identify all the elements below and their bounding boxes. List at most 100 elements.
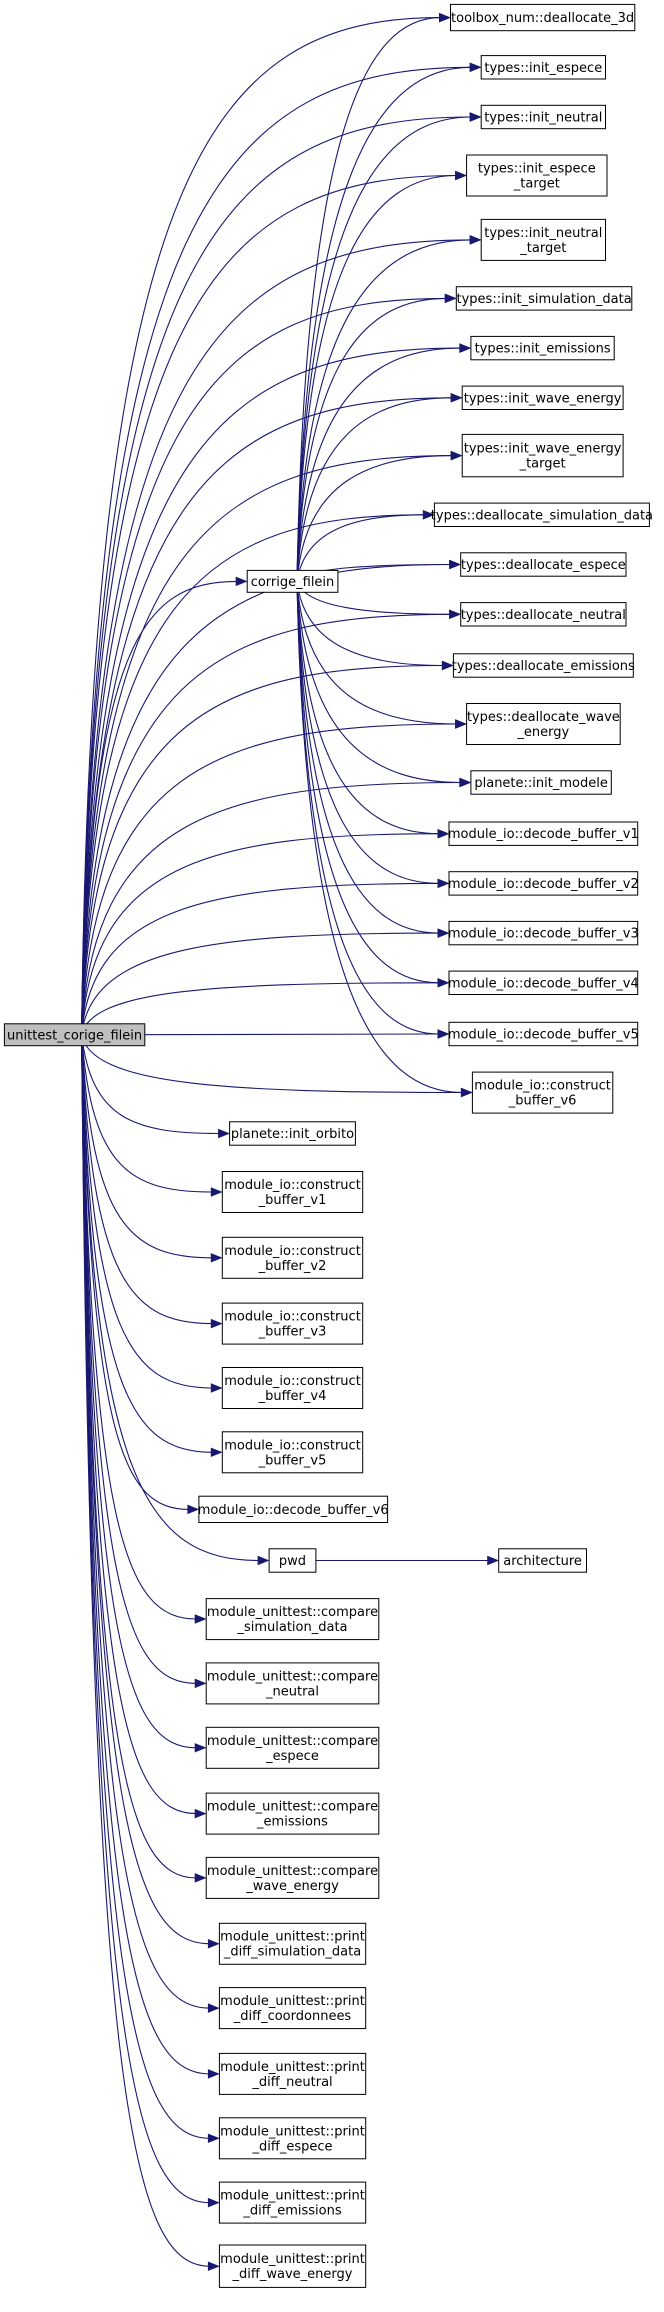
- node-label: _diff_coordonnees: [233, 2009, 352, 2024]
- node-module-io-decode-buffer-v1[interactable]: module_io::decode_buffer_v1: [448, 821, 639, 846]
- edge-root-to-planete-init-modele: [81, 781, 461, 1035]
- edge-root-to-toolbox-num-deallocate-3d: [81, 17, 441, 1035]
- node-label: _espece: [265, 1749, 319, 1764]
- arrowhead: [441, 660, 454, 671]
- node-planete-init-modele[interactable]: planete::init_modele: [470, 770, 612, 795]
- arrowhead: [194, 1678, 207, 1689]
- arrowhead: [455, 170, 467, 181]
- node-box: [448, 821, 639, 846]
- nodes-layer: unittest_corige_filein corrige_filein tool…: [3, 3, 653, 2288]
- edge-root-to-pwd: [81, 1034, 260, 1562]
- edge-hub-to-module-io-decode-buffer-v1: [296, 581, 440, 835]
- node-box: [221, 1367, 364, 1409]
- node-types-init-simulation-data[interactable]: types::init_simulation_data: [455, 286, 633, 311]
- edge-hub-to-types-init-wave-energy-target: [296, 455, 453, 582]
- node-types-deallocate-espece[interactable]: types::deallocate_espece: [460, 552, 627, 577]
- node-box: [229, 1121, 356, 1146]
- node-module-io-construct-buffer-v2[interactable]: module_io::construct_buffer_v2: [221, 1236, 364, 1279]
- arrowhead: [437, 828, 450, 839]
- node-types-init-neutral-target[interactable]: types::init_neutral_target: [480, 218, 607, 261]
- node-types-init-espece-target[interactable]: types::init_espece_target: [466, 154, 608, 197]
- node-box: [452, 653, 634, 678]
- edge-root-to-types-init-espece-target: [81, 174, 457, 1035]
- edge-root-to-module-unittest-compare-wave-energy: [81, 1034, 197, 1879]
- edge-root-to-planete-init-orbito: [81, 1034, 220, 1135]
- node-box: [498, 1548, 588, 1573]
- node-module-io-construct-buffer-v4[interactable]: module_io::construct_buffer_v4: [221, 1367, 364, 1409]
- arrowhead: [187, 1504, 200, 1515]
- node-types-deallocate-emissions[interactable]: types::deallocate_emissions: [452, 653, 635, 678]
- node-label: types::deallocate_neutral: [461, 608, 626, 623]
- node-label: module_io::construct: [224, 1374, 361, 1389]
- node-label: _diff_wave_energy: [232, 2267, 353, 2282]
- node-module-unittest-print-diff-coordonnees[interactable]: module_unittest::print_diff_coordonnees: [218, 1987, 367, 2030]
- node-module-unittest-compare-simulation-data[interactable]: module_unittest::compare_simulation_data: [205, 1598, 380, 1641]
- node-types-init-wave-energy-target[interactable]: types::init_wave_energy_target: [461, 433, 624, 478]
- node-box: [218, 2117, 367, 2160]
- node-types-deallocate-simulation-data[interactable]: types::deallocate_simulation_data: [431, 502, 653, 528]
- arrowhead: [450, 450, 463, 461]
- node-module-unittest-print-diff-emissions[interactable]: module_unittest::print_diff_emissions: [218, 2181, 367, 2224]
- node-types-init-wave-energy[interactable]: types::init_wave_energy: [461, 385, 624, 411]
- node-label: _emissions: [256, 1815, 328, 1830]
- edge-root-to-module-io-decode-buffer-v2: [81, 882, 440, 1035]
- node-module-unittest-print-diff-wave-energy[interactable]: module_unittest::print_diff_wave_energy: [218, 2244, 367, 2288]
- node-label: _buffer_v4: [258, 1389, 327, 1404]
- node-label: _buffer_v5: [258, 1453, 327, 1468]
- arrowhead: [450, 393, 463, 403]
- arrowhead: [207, 2133, 220, 2144]
- node-module-io-decode-buffer-v4[interactable]: module_io::decode_buffer_v4: [448, 970, 639, 995]
- node-label: _target: [519, 241, 566, 256]
- node-module-unittest-print-diff-neutral[interactable]: module_unittest::print_diff_neutral: [218, 2052, 367, 2095]
- node-module-unittest-compare-emissions[interactable]: module_unittest::compare_emissions: [205, 1792, 380, 1835]
- edge-root-to-module-io-construct-buffer-v6: [81, 1034, 463, 1094]
- node-module-io-construct-buffer-v6[interactable]: module_io::construct_buffer_v6: [471, 1071, 614, 1114]
- node-module-unittest-compare-neutral[interactable]: module_unittest::compare_neutral: [205, 1662, 380, 1705]
- node-box: [448, 920, 639, 946]
- edge-hub-to-module-io-decode-buffer-v5: [296, 581, 440, 1035]
- node-box: [448, 871, 639, 896]
- node-pwd[interactable]: pwd: [268, 1548, 317, 1573]
- node-module-io-construct-buffer-v1[interactable]: module_io::construct_buffer_v1: [221, 1171, 364, 1213]
- node-types-init-neutral[interactable]: types::init_neutral: [480, 104, 607, 130]
- node-root[interactable]: unittest_corige_filein: [3, 1023, 146, 1047]
- node-module-unittest-print-diff-espece[interactable]: module_unittest::print_diff_espece: [218, 2117, 367, 2160]
- node-module-io-decode-buffer-v3[interactable]: module_io::decode_buffer_v3: [448, 920, 639, 946]
- node-box: [450, 3, 636, 32]
- edge-root-to-types-init-espece: [81, 66, 472, 1035]
- node-types-init-emissions[interactable]: types::init_emissions: [470, 335, 615, 361]
- node-module-io-decode-buffer-v2[interactable]: module_io::decode_buffer_v2: [448, 871, 639, 896]
- node-module-unittest-compare-wave-energy[interactable]: module_unittest::compare_wave_energy: [205, 1856, 380, 1899]
- node-box: [470, 335, 615, 361]
- edge-hub-to-module-io-decode-buffer-v2: [296, 581, 440, 884]
- edge-root-to-module-unittest-print-diff-wave-energy: [81, 1034, 210, 2267]
- arrowhead: [437, 978, 450, 988]
- node-label: module_unittest::compare: [207, 1734, 378, 1749]
- node-label: module_unittest::print: [220, 2060, 365, 2075]
- node-module-io-construct-buffer-v3[interactable]: module_io::construct_buffer_v3: [221, 1302, 364, 1345]
- node-module-unittest-print-diff-simulation-data[interactable]: module_unittest::print_diff_simulation_d…: [218, 1922, 367, 1965]
- node-module-unittest-compare-espece[interactable]: module_unittest::compare_espece: [205, 1726, 380, 1769]
- node-types-deallocate-neutral[interactable]: types::deallocate_neutral: [460, 602, 627, 627]
- edge-root-to-types-deallocate-simulation-data: [81, 514, 425, 1035]
- node-box: [268, 1548, 317, 1573]
- node-label: _target: [519, 457, 566, 472]
- node-types-deallocate-wave-energy[interactable]: types::deallocate_wave_energy: [466, 703, 621, 745]
- node-types-init-espece[interactable]: types::init_espece: [480, 55, 607, 80]
- node-planete-init-orbito[interactable]: planete::init_orbito: [229, 1121, 356, 1146]
- node-box: [205, 1598, 380, 1641]
- node-hub[interactable]: corrige_filein: [246, 569, 339, 593]
- node-label: _diff_emissions: [242, 2204, 341, 2219]
- node-toolbox-num-deallocate-3d[interactable]: toolbox_num::deallocate_3d: [450, 3, 636, 32]
- arrowhead: [207, 2003, 220, 2013]
- node-module-io-decode-buffer-v6[interactable]: module_io::decode_buffer_v6: [198, 1495, 389, 1523]
- node-label: module_unittest::print: [220, 1994, 365, 2009]
- node-module-io-construct-buffer-v5[interactable]: module_io::construct_buffer_v5: [221, 1431, 364, 1474]
- edge-hub-to-module-io-decode-buffer-v3: [296, 581, 440, 934]
- node-label: types::init_neutral: [484, 226, 602, 241]
- node-label: architecture: [503, 1554, 582, 1569]
- node-label: types::init_espece: [484, 61, 602, 76]
- node-module-io-decode-buffer-v5[interactable]: module_io::decode_buffer_v5: [448, 1021, 639, 1047]
- node-architecture[interactable]: architecture: [498, 1548, 588, 1573]
- edge-hub-to-types-init-espece: [296, 66, 472, 582]
